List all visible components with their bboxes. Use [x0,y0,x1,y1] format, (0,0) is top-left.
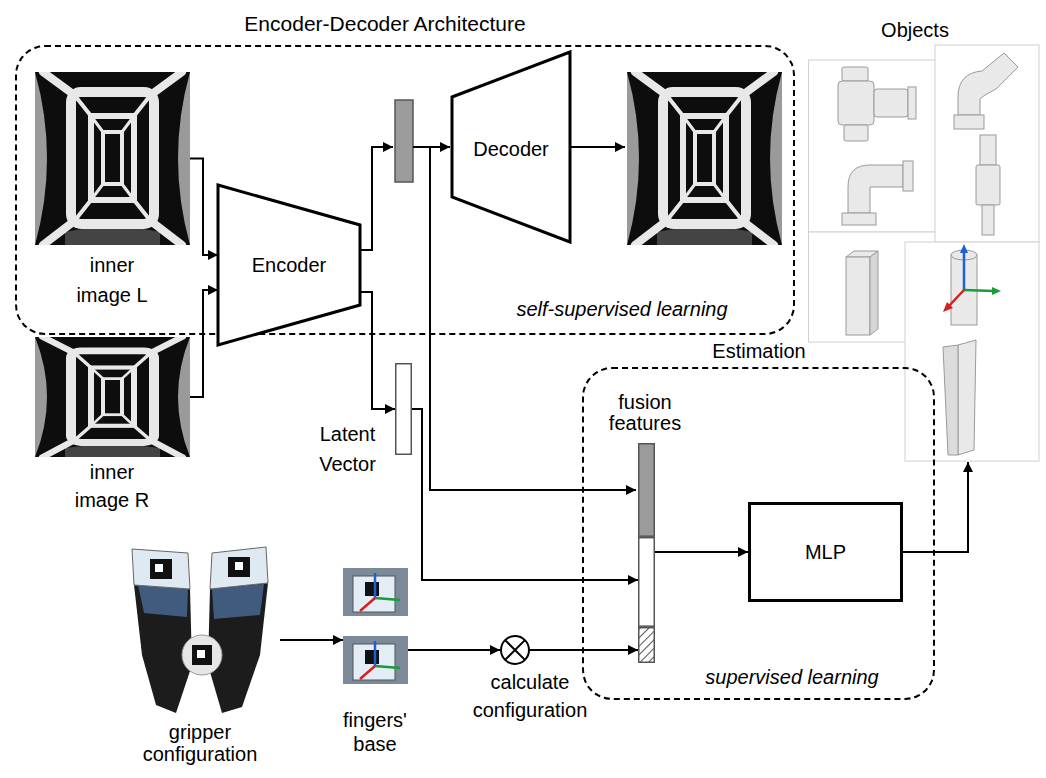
gripper-photo-node: gripper configuration [110,545,290,767]
configuration-segment [639,628,655,663]
feature-vector-bar [395,100,413,182]
encoder-block: Encoder [218,185,360,345]
photo-label-box: fingers' base [335,708,415,756]
sensor-image [35,72,190,245]
region-heading-box: Estimation [699,339,819,363]
flow-arrow [655,551,748,553]
flow-arrow [360,292,395,409]
gripper-photo [120,545,280,717]
dashed-region: inner image LEncoderDecoderEncoder-Decod… [15,45,795,335]
flow-arrow [190,290,218,397]
latent-segment [639,538,655,626]
learning-note-box: self-supervised learning [472,297,772,321]
block-label: Encoder [218,253,360,277]
decoder-output-arrow [570,146,625,148]
flow-arrow [190,159,218,256]
fusion-bar [638,443,655,663]
image-node: inner image L [35,72,190,312]
vector-bar [396,364,412,455]
operator-symbol [500,635,530,665]
panel-heading: Objects [856,18,974,42]
image-label-box: inner image R [67,458,157,514]
latent-vector-bar [395,363,412,455]
flow-arrow [408,649,500,651]
finger-base-photo [343,568,408,684]
latent-vector: Latent Vector [305,363,415,481]
vector-label: Latent Vector [305,419,390,479]
image-label: inner image R [67,458,157,514]
block-label: Decoder [452,137,570,161]
block-label-box: Encoder [218,253,360,277]
decoder-block: Decoder [452,52,570,242]
trapezoid-shape [452,52,570,242]
reconstructed-image [627,72,782,245]
flow-arrow [280,639,343,641]
region-heading: Encoder-Decoder Architecture [185,11,585,36]
fingers-base-node: fingers' base [335,562,415,758]
vector-label: fusion features [590,392,700,434]
encoder-to-feature-arrow [360,147,393,250]
region-heading: Estimation [699,339,819,363]
operator-circle [501,636,529,664]
vector-label-box: Latent Vector [305,419,390,479]
photo-label-box: gripper configuration [120,721,280,765]
image-label: inner image L [67,250,157,310]
block-label: MLP [751,540,900,564]
gripper-photo [132,547,268,713]
flow-arrow [530,649,638,651]
object-models [809,45,1040,461]
operator-label: calculate configuration [460,668,600,724]
vector-label-box: fusion features [590,392,700,434]
feature-to-decoder-arrow [413,146,450,148]
fusion-features: fusion features [590,400,700,665]
object-models [808,15,1040,462]
block-label-box: Decoder [452,137,570,161]
mlp-block: MLP [748,502,903,602]
operator-cross [505,640,525,660]
block-label-box: MLP [751,540,900,564]
photo-label: fingers' base [335,708,415,756]
objects-panel: Objects [808,15,1040,462]
dashed-region: fusion featuresMLPEstimationsupervised l… [582,367,935,700]
learning-note: supervised learning [682,665,902,689]
flow-arrow [903,462,968,552]
learning-note: self-supervised learning [472,297,772,321]
sensor-image [35,72,190,245]
flow-arrow [412,409,638,580]
operator-label-box: calculate configuration [460,668,600,724]
sensor-image [35,337,190,457]
image-node: inner image R [35,337,190,522]
image-feature-segment [639,444,655,536]
image-label-box: inner image L [67,250,157,310]
photo-label: gripper configuration [120,721,280,765]
panel-heading-box: Objects [856,18,974,42]
sensor-image [35,337,190,457]
region-heading-box: Encoder-Decoder Architecture [185,11,585,36]
finger-base-photo [343,568,408,684]
calc-operator: calculate configuration [460,630,600,730]
learning-note-box: supervised learning [682,665,902,689]
trapezoid-shape [218,185,360,345]
